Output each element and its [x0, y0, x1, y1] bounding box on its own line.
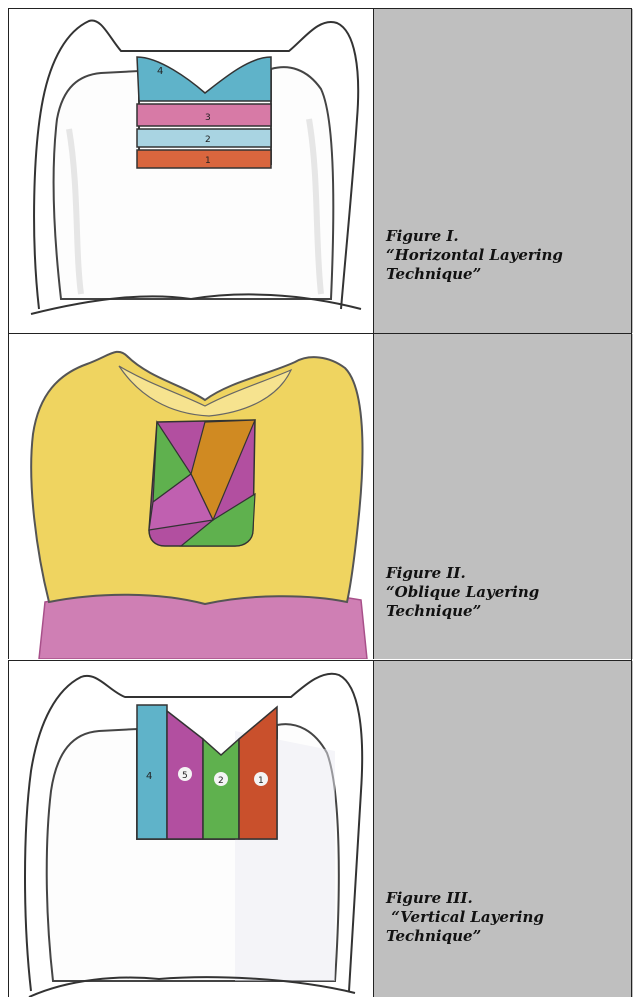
- layer-label-4: 4: [157, 66, 163, 77]
- caption-title: Figure II.: [386, 564, 539, 583]
- layer-3: [137, 104, 271, 126]
- caption-line2: Technique”: [386, 927, 544, 946]
- caption-title: Figure I.: [386, 227, 563, 246]
- layer-label-4: 4: [146, 771, 152, 782]
- caption-title: Figure III.: [386, 889, 544, 908]
- figure-row-horizontal: 4 3 2 1 Figure I. “Horizontal Layering T…: [8, 9, 633, 333]
- caption-line1: “Horizontal Layering: [386, 246, 563, 265]
- caption-cell-horizontal: Figure I. “Horizontal Layering Technique…: [374, 9, 633, 333]
- horizontal-layers: 4 3 2 1: [137, 57, 271, 168]
- figure-image-horizontal: 4 3 2 1: [9, 9, 374, 333]
- figure-row-oblique: Figure II. “Oblique Layering Technique”: [8, 334, 633, 659]
- layer-2: [203, 739, 239, 839]
- caption-line2: Technique”: [386, 265, 563, 284]
- caption-vertical: Figure III. “Vertical Layering Technique…: [386, 889, 544, 946]
- caption-line2: Technique”: [386, 602, 539, 621]
- caption-line1: “Oblique Layering: [386, 583, 539, 602]
- layer-label-5: 5: [182, 771, 188, 781]
- figure-row-vertical: 4 5 2 1 Figure III. “Vertical Layering T…: [8, 661, 633, 997]
- horizontal-layering-drawing: 4 3 2 1: [9, 9, 373, 333]
- layer-label-2: 2: [205, 135, 211, 145]
- figure-image-oblique: [9, 334, 374, 659]
- layer-label-1: 1: [258, 776, 264, 786]
- caption-cell-vertical: Figure III. “Vertical Layering Technique…: [374, 661, 633, 997]
- oblique-layering-drawing: [9, 334, 373, 659]
- vertical-layers: 4 5 2 1: [137, 705, 277, 839]
- layer-1: [137, 150, 271, 168]
- caption-oblique: Figure II. “Oblique Layering Technique”: [386, 564, 539, 621]
- layer-4: [137, 57, 271, 101]
- layer-label-1: 1: [205, 156, 211, 166]
- table-border-right: [631, 8, 632, 997]
- vertical-layering-drawing: 4 5 2 1: [9, 661, 373, 997]
- layer-label-2: 2: [218, 776, 224, 786]
- layer-2: [137, 129, 271, 147]
- figure-table: 4 3 2 1 Figure I. “Horizontal Layering T…: [8, 8, 632, 997]
- oblique-layers: [149, 420, 255, 546]
- caption-cell-oblique: Figure II. “Oblique Layering Technique”: [374, 334, 633, 659]
- caption-line1: “Vertical Layering: [386, 908, 544, 927]
- layer-label-3: 3: [205, 113, 211, 123]
- figure-image-vertical: 4 5 2 1: [9, 661, 374, 997]
- caption-horizontal: Figure I. “Horizontal Layering Technique…: [386, 227, 563, 284]
